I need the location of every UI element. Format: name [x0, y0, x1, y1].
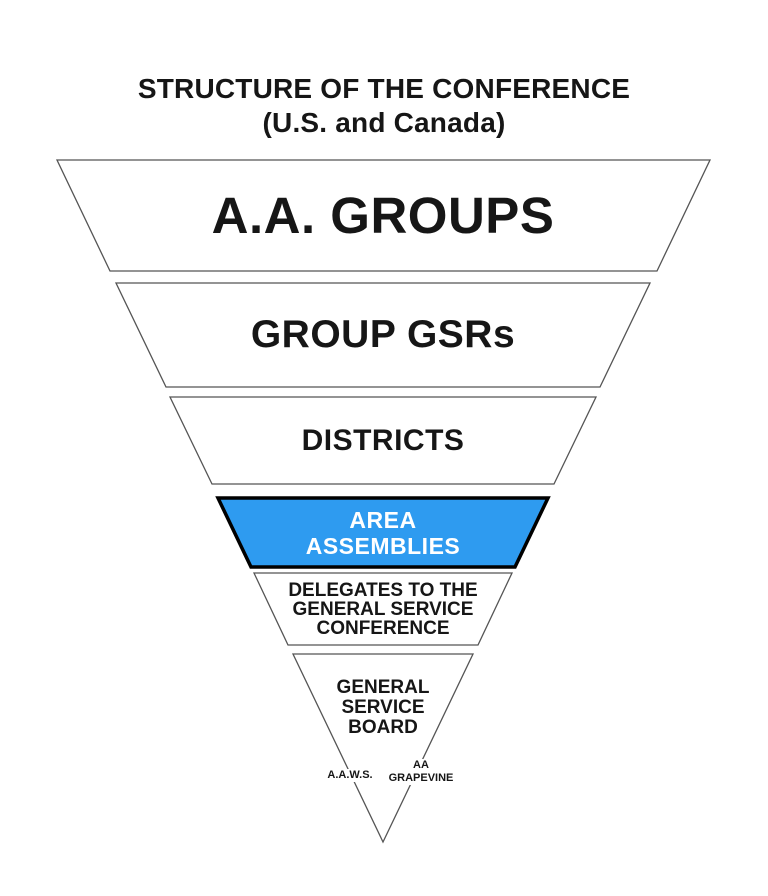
diagram-title-line2: (U.S. and Canada): [262, 107, 506, 138]
shape-level-aa-groups: [55, 159, 712, 272]
level-label-area-assemblies: AREA ASSEMBLIES: [305, 506, 461, 559]
footnote-aa-grapevine: AA GRAPEVINE: [385, 759, 457, 785]
shape-level-group-gsrs: [114, 282, 652, 388]
level-label-aa-groups: A.A. GROUPS: [211, 187, 555, 244]
shape-level-area-assemblies-highlighted: [215, 496, 551, 569]
level-label-districts: DISTRICTS: [301, 423, 465, 457]
shape-level-districts: [168, 396, 598, 485]
level-label-delegates-general-service-conference: DELEGATES TO THE GENERAL SERVICE CONFERE…: [288, 579, 478, 639]
shape-level-delegates: [252, 572, 514, 646]
level-label-general-service-board: GENERAL SERVICE BOARD: [336, 677, 430, 738]
footnote-aaws: A.A.W.S.: [324, 769, 376, 782]
diagram-title: STRUCTURE OF THE CONFERENCE (U.S. and Ca…: [0, 72, 768, 140]
diagram-title-line1: STRUCTURE OF THE CONFERENCE: [137, 73, 631, 104]
shape-level-general-service-board-triangle: [291, 653, 475, 844]
level-label-group-gsrs: GROUP GSRs: [250, 313, 516, 356]
